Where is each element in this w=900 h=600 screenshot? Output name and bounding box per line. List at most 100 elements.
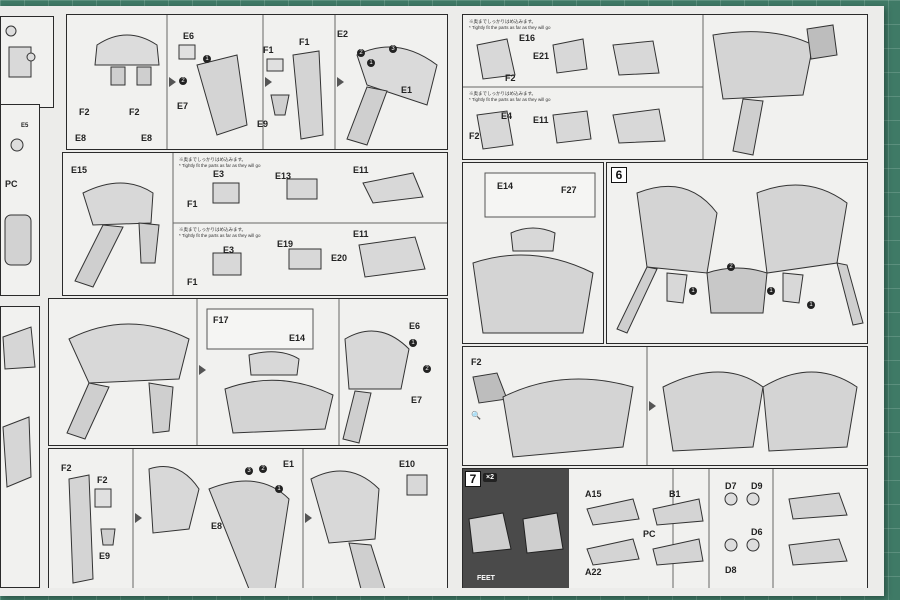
step-number: 7 xyxy=(465,471,481,487)
fit-note-jp: ※奥までしっかりはめ込みます。 xyxy=(179,227,247,232)
part-label: E9 xyxy=(99,551,111,561)
order-number: 1 xyxy=(409,339,417,347)
quantity-badge: ×2 xyxy=(483,473,497,482)
step-panel-7: 7 ×2 FEET A15 A22 B1 xyxy=(462,468,868,588)
step-panel-6: 6 1 2 1 1 xyxy=(606,162,868,344)
part-label: F2 xyxy=(505,73,516,83)
order-number: 2 xyxy=(727,263,735,271)
part-label: E20 xyxy=(331,253,348,263)
part-label: E5 xyxy=(21,123,29,129)
part-label: D9 xyxy=(751,481,763,491)
order-number: 1 xyxy=(689,287,697,295)
part-label: D8 xyxy=(725,565,737,575)
order-number: 1 xyxy=(203,55,211,63)
search-zoom-icon: 🔍 xyxy=(471,411,481,420)
assembly-diagram xyxy=(68,449,428,588)
part-label: PC xyxy=(643,529,656,539)
fit-note-jp: ※奥までしっかりはめ込みます。 xyxy=(469,19,537,24)
part-label: E6 xyxy=(409,321,421,331)
step-panel-b: E14 F27 xyxy=(462,162,604,344)
step-panel-2: E15 ※奥までしっかりはめ込みます。 * Tightly fit the pa… xyxy=(62,152,448,296)
part-label: PC xyxy=(5,179,18,189)
fit-note-jp: ※奥までしっかりはめ込みます。 xyxy=(179,157,247,162)
part-label: E3 xyxy=(223,245,235,255)
part-label: D7 xyxy=(725,481,737,491)
part-label: E15 xyxy=(71,165,88,175)
part-illustration xyxy=(4,138,32,266)
part-label: F2 xyxy=(471,357,482,367)
step-arrow xyxy=(649,401,656,411)
left-page: E6 F1 F1 E2 F2 F2 E8 E8 E9 E1 E7 1 2 1 2… xyxy=(42,14,448,588)
part-label: E8 xyxy=(211,521,223,531)
order-number: 1 xyxy=(275,485,283,493)
part-label: F2 xyxy=(469,131,480,141)
order-number: 3 xyxy=(245,467,253,475)
order-number: 1 xyxy=(367,59,375,67)
assembly-diagram xyxy=(66,299,410,445)
step-panel-3: F17 E14 E6 E7 1 2 xyxy=(48,298,448,446)
assembly-diagram xyxy=(472,172,596,334)
part-label: E1 xyxy=(283,459,295,469)
part-label: F1 xyxy=(263,45,274,55)
part-label: E9 xyxy=(257,119,269,129)
right-page: ※奥までしっかりはめ込みます。 * Tightly fit the parts … xyxy=(458,14,868,588)
part-label: B1 xyxy=(669,489,681,499)
part-label: E3 xyxy=(213,169,225,179)
assembly-diagram xyxy=(472,347,858,465)
part-label: E8 xyxy=(141,133,153,143)
order-number: 2 xyxy=(423,365,431,373)
part-label: F2 xyxy=(61,463,72,473)
part-label: A22 xyxy=(585,567,602,577)
section-title: FEET xyxy=(477,575,495,582)
part-label: E1 xyxy=(401,85,413,95)
step-number: 6 xyxy=(611,167,627,183)
part-label: E14 xyxy=(289,333,306,343)
part-label: F2 xyxy=(97,475,108,485)
assembly-diagram xyxy=(74,153,447,295)
part-illustration xyxy=(5,25,36,78)
part-label: F27 xyxy=(561,185,577,195)
part-label: F1 xyxy=(299,37,310,47)
part-label: E8 xyxy=(75,133,87,143)
assembly-diagram xyxy=(616,184,864,334)
part-label: E14 xyxy=(497,181,514,191)
part-label: E10 xyxy=(399,459,416,469)
step-panel-c: F2 🔍 xyxy=(462,346,868,466)
part-label: E11 xyxy=(353,165,369,175)
part-label: F1 xyxy=(187,277,198,287)
part-label: E11 xyxy=(533,115,549,125)
step-arrow xyxy=(199,365,206,375)
fit-note-en: * Tightly fit the parts as far as they w… xyxy=(179,233,261,238)
step-arrow xyxy=(135,513,142,523)
fit-note-jp: ※奥までしっかりはめ込みます。 xyxy=(469,91,537,96)
part-label: E6 xyxy=(183,31,195,41)
part-label: F2 xyxy=(129,107,140,117)
part-label: E21 xyxy=(533,51,550,61)
part-label: E7 xyxy=(411,395,423,405)
left-edge-panel-top xyxy=(0,16,54,108)
part-label: F1 xyxy=(187,199,198,209)
order-number: 3 xyxy=(389,45,397,53)
order-number: 1 xyxy=(807,301,815,309)
step-arrow xyxy=(305,513,312,523)
part-label: E4 xyxy=(501,111,513,121)
left-edge-panel-low xyxy=(0,306,40,588)
fit-note-en: * Tightly fit the parts as far as they w… xyxy=(469,25,551,30)
step-arrow xyxy=(265,77,272,87)
assembly-diagram xyxy=(468,469,848,588)
order-number: 2 xyxy=(259,465,267,473)
part-label: E11 xyxy=(353,229,369,239)
part-label: E19 xyxy=(277,239,294,249)
step-arrow xyxy=(169,77,176,87)
part-label: E16 xyxy=(519,33,536,43)
step-panel-a: ※奥までしっかりはめ込みます。 * Tightly fit the parts … xyxy=(462,14,868,160)
part-label: E7 xyxy=(177,101,189,111)
assembly-diagram xyxy=(94,15,438,149)
part-label: D6 xyxy=(751,527,763,537)
fit-note-en: * Tightly fit the parts as far as they w… xyxy=(469,97,551,102)
part-label: E13 xyxy=(275,171,292,181)
instruction-sheet: E5 PC xyxy=(0,6,884,596)
step-panel-4: F2 F2 E9 E1 E8 E10 2 1 3 xyxy=(48,448,448,588)
step-arrow xyxy=(337,77,344,87)
part-illustration xyxy=(2,326,36,488)
